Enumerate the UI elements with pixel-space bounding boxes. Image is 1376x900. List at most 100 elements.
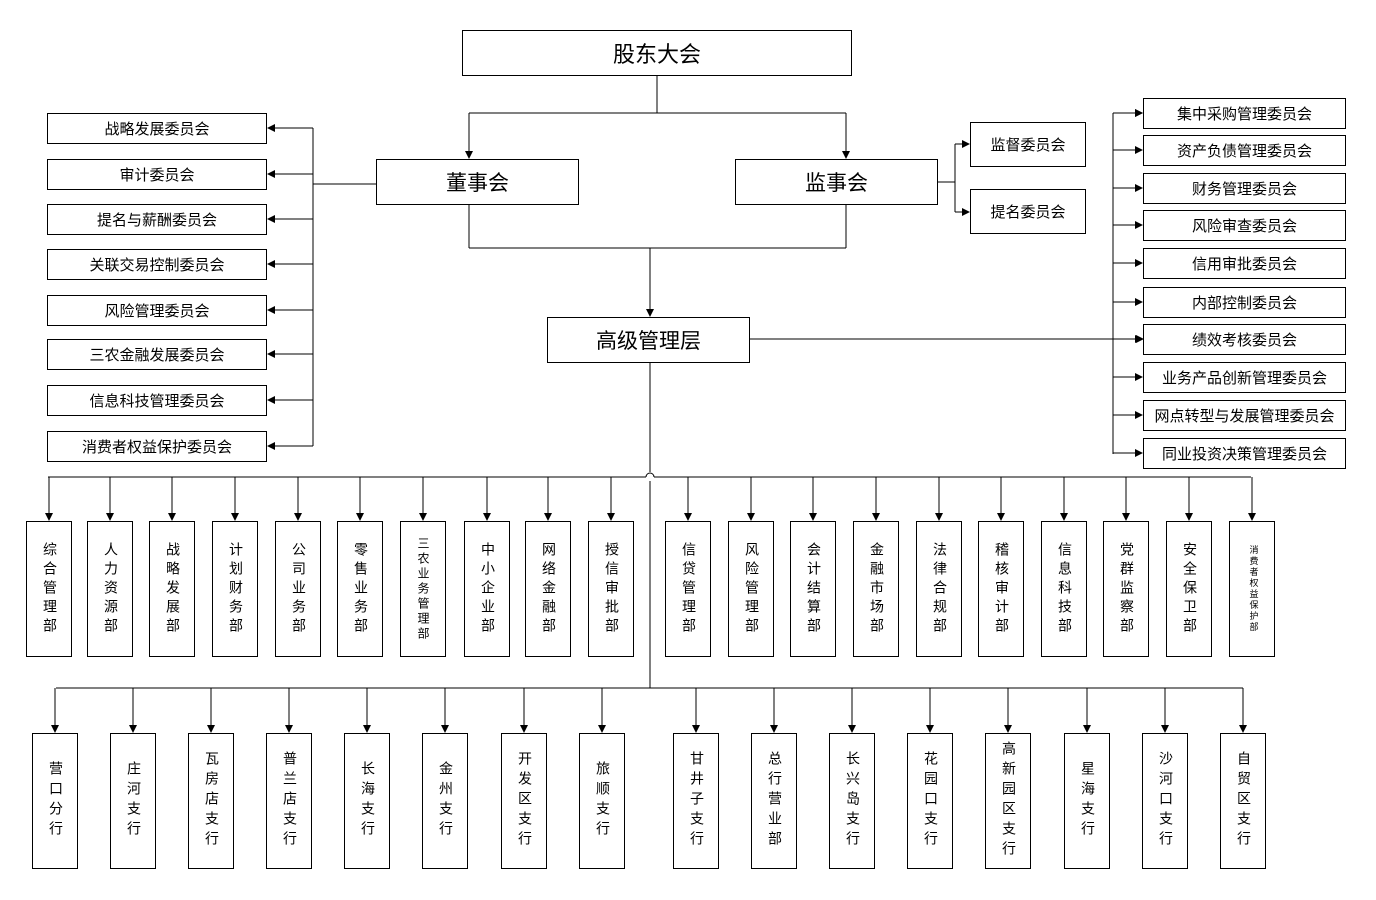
shareholders-meeting-box: 股东大会 xyxy=(462,30,852,76)
branch-5-label: 长海支行 xyxy=(359,761,375,841)
branch-8-label: 旅顺支行 xyxy=(594,761,610,841)
board-committee-6: 三农金融发展委员会 xyxy=(47,339,267,370)
management-committee-5: 信用审批委员会 xyxy=(1143,248,1346,279)
branch-10-label: 总行营业部 xyxy=(766,751,782,851)
management-committee-3-label: 财务管理委员会 xyxy=(1191,180,1297,198)
department-18-label: 党群监察部 xyxy=(1118,541,1134,637)
branch-8: 旅顺支行 xyxy=(579,733,625,869)
department-14-label: 金融市场部 xyxy=(868,541,884,637)
branch-16: 自贸区支行 xyxy=(1220,733,1266,869)
branch-12-label: 花园口支行 xyxy=(922,751,938,851)
department-7: 三农业务管理部 xyxy=(400,521,446,657)
senior-management-box: 高级管理层 xyxy=(547,317,750,363)
branch-16-label: 自贸区支行 xyxy=(1235,751,1251,851)
department-3-label: 战略发展部 xyxy=(164,541,180,637)
department-17: 信息科技部 xyxy=(1041,521,1087,657)
department-1: 综合管理部 xyxy=(26,521,72,657)
board-committee-2: 审计委员会 xyxy=(47,159,267,190)
branch-5: 长海支行 xyxy=(344,733,390,869)
management-committee-10: 同业投资决策管理委员会 xyxy=(1143,438,1346,469)
department-9-label: 网络金融部 xyxy=(540,541,556,637)
supervisor-committee-1: 监督委员会 xyxy=(970,122,1086,167)
board-committee-5: 风险管理委员会 xyxy=(47,295,267,326)
branch-7: 开发区支行 xyxy=(501,733,547,869)
management-committee-1: 集中采购管理委员会 xyxy=(1143,98,1346,129)
department-13: 会计结算部 xyxy=(790,521,836,657)
supervisor-committee-2: 提名委员会 xyxy=(970,189,1086,234)
management-committee-2: 资产负债管理委员会 xyxy=(1143,135,1346,166)
management-committee-3: 财务管理委员会 xyxy=(1143,173,1346,204)
department-5-label: 公司业务部 xyxy=(290,541,306,637)
board-committee-6-label: 三农金融发展委员会 xyxy=(89,346,225,364)
department-15: 法律合规部 xyxy=(916,521,962,657)
management-committee-5-label: 信用审批委员会 xyxy=(1191,255,1297,273)
branch-3-label: 瓦房店支行 xyxy=(203,751,219,851)
branch-12: 花园口支行 xyxy=(907,733,953,869)
branch-1-label: 营口分行 xyxy=(47,761,63,841)
department-20: 消费者权益保护部 xyxy=(1229,521,1275,657)
department-14: 金融市场部 xyxy=(853,521,899,657)
department-6: 零售业务部 xyxy=(337,521,383,657)
branch-11: 长兴岛支行 xyxy=(829,733,875,869)
management-committee-4-label: 风险审查委员会 xyxy=(1191,217,1297,235)
board-committee-4-label: 关联交易控制委员会 xyxy=(89,256,225,274)
supervisor-committee-1-label: 监督委员会 xyxy=(990,136,1066,154)
department-5: 公司业务部 xyxy=(275,521,321,657)
department-17-label: 信息科技部 xyxy=(1056,541,1072,637)
management-committee-7: 绩效考核委员会 xyxy=(1143,324,1346,355)
department-19: 安全保卫部 xyxy=(1166,521,1212,657)
department-13-label: 会计结算部 xyxy=(805,541,821,637)
management-committee-9: 网点转型与发展管理委员会 xyxy=(1143,400,1346,431)
department-2: 人力资源部 xyxy=(87,521,133,657)
branch-7-label: 开发区支行 xyxy=(516,751,532,851)
management-committee-8-label: 业务产品创新管理委员会 xyxy=(1161,369,1327,387)
shareholders-meeting-box-label: 股东大会 xyxy=(612,43,701,68)
department-1-label: 综合管理部 xyxy=(41,541,57,637)
department-4-label: 计划财务部 xyxy=(227,541,243,637)
department-6-label: 零售业务部 xyxy=(352,541,368,637)
department-15-label: 法律合规部 xyxy=(931,541,947,637)
board-committee-7: 信息科技管理委员会 xyxy=(47,385,267,416)
board-committee-8-label: 消费者权益保护委员会 xyxy=(81,438,232,456)
board-committee-5-label: 风险管理委员会 xyxy=(104,302,210,320)
management-committee-7-label: 绩效考核委员会 xyxy=(1191,331,1297,349)
branch-6: 金州支行 xyxy=(422,733,468,869)
department-10: 授信审批部 xyxy=(588,521,634,657)
branch-13: 高新园区支行 xyxy=(985,733,1031,869)
department-8-label: 中小企业部 xyxy=(479,541,495,637)
branch-9-label: 甘井子支行 xyxy=(688,751,704,851)
board-committee-7-label: 信息科技管理委员会 xyxy=(89,392,225,410)
department-3: 战略发展部 xyxy=(149,521,195,657)
department-11: 信贷管理部 xyxy=(665,521,711,657)
department-10-label: 授信审批部 xyxy=(603,541,619,637)
department-11-label: 信贷管理部 xyxy=(680,541,696,637)
department-7-label: 三农业务管理部 xyxy=(416,536,430,642)
management-committee-8: 业务产品创新管理委员会 xyxy=(1143,362,1346,393)
department-12-label: 风险管理部 xyxy=(743,541,759,637)
department-19-label: 安全保卫部 xyxy=(1181,541,1197,637)
management-committee-9-label: 网点转型与发展管理委员会 xyxy=(1154,407,1335,425)
branch-15-label: 沙河口支行 xyxy=(1157,751,1173,851)
branch-4-label: 普兰店支行 xyxy=(281,751,297,851)
board-committee-3: 提名与薪酬委员会 xyxy=(47,204,267,235)
management-committee-2-label: 资产负债管理委员会 xyxy=(1176,142,1312,160)
senior-management-box-label: 高级管理层 xyxy=(596,329,701,353)
branch-9: 甘井子支行 xyxy=(673,733,719,869)
branch-14-label: 星海支行 xyxy=(1079,761,1095,841)
department-4: 计划财务部 xyxy=(212,521,258,657)
management-committee-4: 风险审查委员会 xyxy=(1143,210,1346,241)
board-committee-1-label: 战略发展委员会 xyxy=(104,120,210,138)
branch-2: 庄河支行 xyxy=(110,733,156,869)
board-box-label: 董事会 xyxy=(446,171,509,195)
department-12: 风险管理部 xyxy=(728,521,774,657)
branch-1: 营口分行 xyxy=(32,733,78,869)
board-committee-1: 战略发展委员会 xyxy=(47,113,267,144)
management-committee-1-label: 集中采购管理委员会 xyxy=(1176,105,1312,123)
board-committee-8: 消费者权益保护委员会 xyxy=(47,431,267,462)
department-16-label: 稽核审计部 xyxy=(993,541,1009,637)
department-16: 稽核审计部 xyxy=(978,521,1024,657)
branch-10: 总行营业部 xyxy=(751,733,797,869)
department-20-label: 消费者权益保护部 xyxy=(1247,545,1258,633)
department-8: 中小企业部 xyxy=(464,521,510,657)
